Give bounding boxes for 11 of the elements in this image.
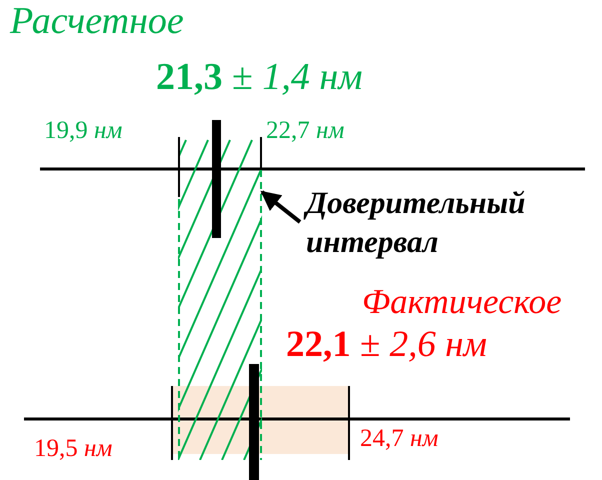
heading-text: Фактическое — [362, 284, 562, 319]
range-value: 22,7 нм — [266, 118, 344, 143]
leader-arrow — [260, 190, 302, 224]
range-value: 19,5 нм — [34, 436, 112, 461]
hatched-interval — [178, 137, 262, 460]
range-value: 24,7 нм — [360, 426, 438, 451]
value-text: 22,1 ± 2,6 нм — [286, 326, 488, 363]
callout-text: Доверительный интервал — [306, 184, 586, 262]
heading-text: Расчетное — [10, 2, 184, 40]
range-value: 19,9 нм — [44, 118, 122, 143]
value-text: 21,3 ± 1,4 нм — [156, 58, 362, 96]
